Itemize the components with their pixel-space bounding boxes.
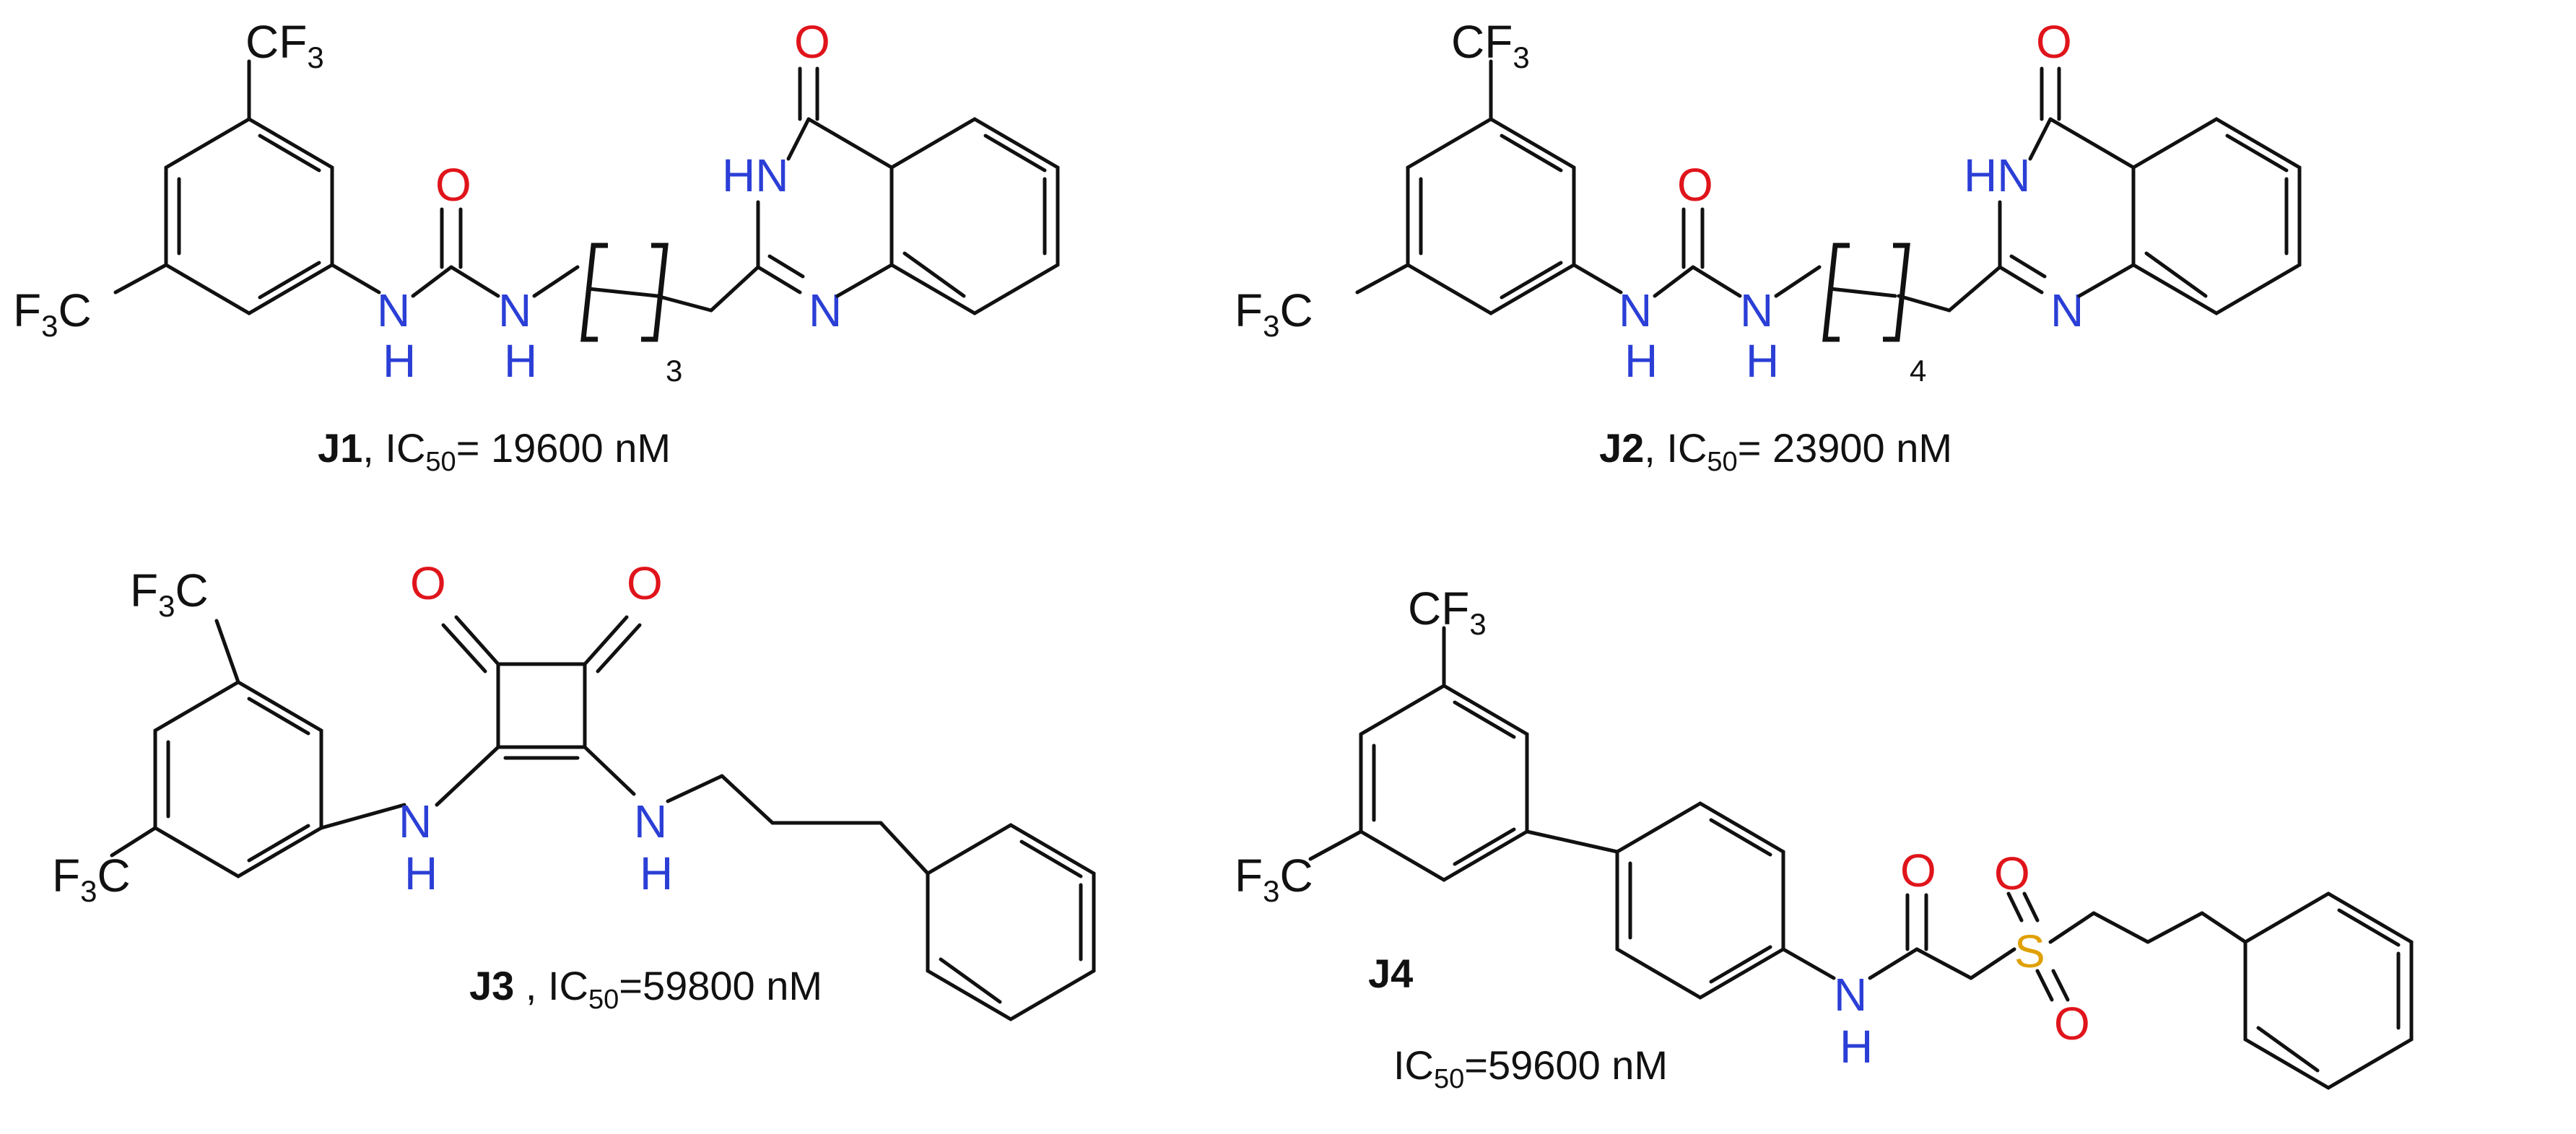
j2-benzo-ring xyxy=(2131,117,2302,315)
j2-cf3-top: CF3 xyxy=(1451,16,1530,74)
j3-f3c-bottom: F3C xyxy=(52,850,131,908)
j3-o-left: O xyxy=(410,557,446,609)
j3-o-right: O xyxy=(627,557,663,609)
j2-quin-o: O xyxy=(2036,16,2072,68)
j1-quin-o: O xyxy=(794,16,830,68)
j1-caption: J1, IC50= 19600 nM xyxy=(318,425,671,477)
compound-j2: CF3 F3C N H O N H 4 N HN O J2, xyxy=(1235,16,2302,477)
j3-nh2-n: N xyxy=(634,795,667,847)
j4-nh-h: H xyxy=(1840,1021,1873,1073)
j4-sulfur: S xyxy=(2014,925,2045,977)
j3-nh1-h: H xyxy=(404,847,438,899)
j2-nh1-h: H xyxy=(1624,335,1658,387)
j4-ic50-label: IC50=59600 nM xyxy=(1393,1042,1668,1094)
j4-f3c-left: F3C xyxy=(1235,850,1313,908)
j4-so2-o-top: O xyxy=(1994,847,2030,899)
j2-ring-n: N xyxy=(2050,284,2084,336)
j1-ring-n: N xyxy=(809,284,842,336)
j4-id-label: J4 xyxy=(1368,951,1413,996)
j1-cf3-top: CF3 xyxy=(245,16,324,74)
j3-nh2-h: H xyxy=(640,847,673,899)
j1-f3c-left: F3C xyxy=(13,284,92,343)
j2-caption: J2, IC50= 23900 nM xyxy=(1599,425,1952,477)
compound-j1: CF3 F3C N H O N H 3 N HN O xyxy=(13,16,1060,477)
j1-urea-o: O xyxy=(435,159,471,211)
j3-caption: J3 , IC50=59800 nM xyxy=(469,963,822,1015)
j1-nh1-h: H xyxy=(383,335,416,387)
j2-ring-nh: HN xyxy=(1964,149,2030,201)
j4-aryl-ring xyxy=(1359,684,1529,882)
j1-nh2-h: H xyxy=(504,335,537,387)
j4-phenyl-ring xyxy=(2243,891,2414,1090)
compound-j4: CF3 F3C N H O S O O J4 IC50=59600 nM xyxy=(1235,583,2414,1094)
j2-repeat-n: 4 xyxy=(1910,354,1926,388)
j1-ring-nh: HN xyxy=(722,149,788,201)
j3-nh1-n: N xyxy=(399,795,432,847)
j2-urea-o: O xyxy=(1677,159,1713,211)
j3-cyclobutenedione xyxy=(496,662,587,749)
j4-cf3-top: CF3 xyxy=(1408,583,1487,641)
j3-f3c-top: F3C xyxy=(130,564,209,623)
j2-nh1-n: N xyxy=(1619,284,1652,336)
j3-phenyl-ring xyxy=(926,823,1096,1021)
j2-aryl-ring xyxy=(1406,117,1576,315)
compound-j3: F3C F3C N H O O N H J3 , IC50=59800 nM xyxy=(52,557,1096,1021)
j2-nh2-n: N xyxy=(1740,284,1773,336)
j1-nh2-n: N xyxy=(498,284,531,336)
j1-nh1-n: N xyxy=(377,284,410,336)
j2-nh2-h: H xyxy=(1746,335,1779,387)
j1-repeat-n: 3 xyxy=(666,354,682,388)
j4-amide-o: O xyxy=(1900,845,1936,897)
j1-benzo-ring xyxy=(889,117,1060,315)
j1-aryl-ring xyxy=(164,117,334,315)
j4-biphenyl-ring xyxy=(1615,801,1785,1000)
j4-so2-o-bottom: O xyxy=(2054,998,2090,1050)
j4-nh-n: N xyxy=(1834,969,1867,1021)
j2-f3c-left: F3C xyxy=(1235,284,1313,343)
j3-aryl-ring xyxy=(153,680,323,878)
